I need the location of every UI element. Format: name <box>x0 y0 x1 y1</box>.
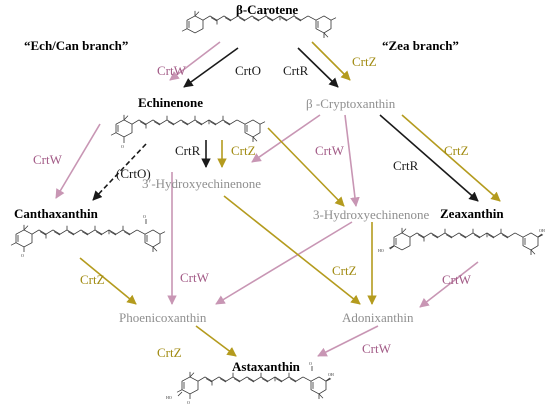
arrow-carotene-to-echinenone <box>183 47 239 88</box>
enzyme-label-crtw: CrtW <box>33 152 63 167</box>
arrow-crtw-adonixanthin-to-astaxanthin <box>317 325 379 357</box>
enzyme-label-crtz: CrtZ <box>80 272 105 287</box>
hydroxyl-label: HO <box>378 248 384 253</box>
arrow-crtw-echinenone-to-canthaxanthin <box>55 123 101 199</box>
arrow-crtz-carotene-to-cryptoxanthin <box>311 41 351 81</box>
hydroxyechinenone-3-label: 3-Hydroxyechinenone <box>313 207 429 222</box>
zeaxanthin-label: Zeaxanthin <box>440 206 504 221</box>
arrow-crtz-hydroxyechinenone-3p-to-adonixanthin <box>223 195 361 305</box>
zea-branch-label: “Zea branch” <box>382 38 459 53</box>
enzyme-label-crtz: CrtZ <box>231 143 256 158</box>
arrow-carotene-to-cryptoxanthin <box>297 47 339 88</box>
canthaxanthin-structure: O O <box>10 214 166 258</box>
enzyme-label-crtz: CrtZ <box>157 345 182 360</box>
hydroxyechinenone-3p-label: 3′-Hydroxyechinenone <box>142 176 261 191</box>
beta-cryptoxanthin-label: β -Cryptoxanthin <box>306 96 396 111</box>
enzyme-label-crtr: CrtR <box>393 158 419 173</box>
arrow-crtz-phoenicoxanthin-to-astaxanthin <box>195 325 237 357</box>
hydroxyl-label: OH <box>328 372 334 377</box>
ech-can-branch-label: “Ech/Can branch” <box>24 38 128 53</box>
astaxanthin-label: Astaxanthin <box>232 359 301 374</box>
carbonyl-oxygen-label: O <box>143 214 146 219</box>
astaxanthin-structure: O HO O OH <box>166 361 334 405</box>
canthaxanthin-label: Canthaxanthin <box>14 206 99 221</box>
echinenone-label: Echinenone <box>138 95 203 110</box>
zeaxanthin-structure: HO OH <box>378 227 545 256</box>
beta-carotene-label: β-Carotene <box>236 2 298 17</box>
enzyme-label-crtz: CrtZ <box>444 143 469 158</box>
enzyme-label-crtr: CrtR <box>175 143 201 158</box>
enzyme-label-crtw: CrtW <box>157 63 187 78</box>
enzyme-label-crtw: CrtW <box>442 272 472 287</box>
enzyme-label-crtw: CrtW <box>362 341 392 356</box>
arrow-crtz-echinenone-to-hydroxyechinenone-3 <box>267 127 345 207</box>
carbonyl-oxygen-label: O <box>309 361 312 366</box>
arrow-crtz-canthaxanthin-to-phoenicoxanthin <box>79 257 137 305</box>
adonixanthin-label: Adonixanthin <box>342 310 414 325</box>
arrow-crtw-hydroxyechinenone-3-to-phoenicoxanthin <box>215 221 353 305</box>
carbonyl-oxygen-label: O <box>21 253 24 258</box>
echinenone-structure: O <box>110 114 266 149</box>
hydroxyl-label: OH <box>539 228 545 233</box>
arrow-crtw-cryptoxanthin-to-hydroxyechinenone-3 <box>344 114 360 207</box>
carbonyl-oxygen-label: O <box>121 144 124 149</box>
phoenicoxanthin-label: Phoenicoxanthin <box>119 310 207 325</box>
arrow-crtw-carotene-to-echinenone <box>169 41 221 81</box>
enzyme-label-crtz: CrtZ <box>332 263 357 278</box>
arrow-crtw-zeaxanthin-to-adonixanthin <box>419 261 479 308</box>
enzyme-label-crtz: CrtZ <box>352 54 377 69</box>
hydroxyl-label: HO <box>166 395 172 400</box>
enzyme-label-crto-dashed: (CrtO) <box>116 166 151 181</box>
carbonyl-oxygen-label: O <box>187 400 190 405</box>
reaction-arrows <box>55 41 501 357</box>
arrow-cryptoxanthin-to-zeaxanthin <box>379 114 479 202</box>
arrow-echinenone-to-canthaxanthin-dashed <box>92 143 147 201</box>
enzyme-label-crtr: CrtR <box>283 63 309 78</box>
enzyme-label-crto: CrtO <box>235 63 261 78</box>
arrow-crtz-cryptoxanthin-to-zeaxanthin <box>401 114 501 202</box>
enzyme-label-crtw: CrtW <box>180 270 210 285</box>
enzyme-label-crtw: CrtW <box>315 143 345 158</box>
arrow-crtw-cryptoxanthin-to-hydroxyechinenone-3p <box>251 114 321 163</box>
enzyme-labels: CrtW CrtO CrtR CrtZ CrtR CrtZ CrtW CrtZ … <box>33 54 472 360</box>
